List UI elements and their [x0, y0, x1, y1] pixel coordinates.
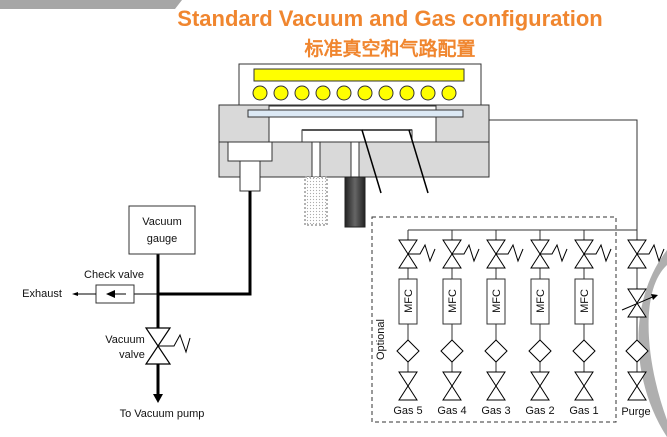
- gas-valve-actuator-icon: [584, 243, 612, 263]
- thermocouple-optional: [304, 176, 328, 226]
- gas-filter-icon: [528, 339, 552, 363]
- purge-needle-arrow-icon: [651, 294, 658, 300]
- mfc-box: [442, 278, 462, 325]
- mfc-label: MFC: [579, 289, 591, 313]
- mfc-box: [398, 278, 418, 325]
- vacuum-valve-actuator-icon: [158, 333, 191, 354]
- pump-arrow-icon: [153, 394, 163, 403]
- gas-filter-icon: [440, 339, 464, 363]
- gas-line: MFC Gas 5: [393, 230, 436, 417]
- purge-manual-valve-icon: [627, 371, 647, 401]
- vacuum-pump-label: To Vacuum pump: [120, 408, 205, 420]
- gas-valve-actuator-icon: [540, 243, 568, 263]
- gas-manual-valve-icon: [486, 371, 506, 401]
- heater-bar: [253, 68, 465, 82]
- wafer-holder: [301, 129, 413, 143]
- title-chinese: 标准真空和气路配置: [304, 38, 476, 60]
- mfc-label: MFC: [491, 289, 503, 313]
- gas-name-label: Gas 5: [393, 405, 422, 417]
- gas-inlet-line: [489, 119, 638, 230]
- pyrometer-line-1: [361, 129, 382, 194]
- check-valve-label: Check valve: [84, 269, 144, 281]
- lamp-bulb: [252, 85, 268, 101]
- exhaust-label: Exhaust: [22, 288, 62, 300]
- lamp-bulb: [420, 85, 436, 101]
- mfc-box: [574, 278, 594, 325]
- gas-name-label: Gas 1: [569, 405, 598, 417]
- purge-needle-valve-icon: [627, 288, 647, 318]
- vacuum-valve-label-1: Vacuum: [105, 334, 145, 346]
- vacuum-gauge-label-2: gauge: [147, 233, 178, 245]
- purge-label: Purge: [621, 406, 650, 418]
- purge-needle-arrow-line: [621, 295, 656, 311]
- mfc-label: MFC: [535, 289, 547, 313]
- purge-filter-icon: [625, 339, 649, 363]
- lamp-bulb: [378, 85, 394, 101]
- decor-top-bar: [0, 0, 182, 9]
- gas-lines: MFC Gas 5 MFC Gas 4 MFC Gas 3 MFC Gas 2 MFC Gas 1: [393, 230, 612, 417]
- optional-gas-box: [371, 216, 617, 423]
- thermocouple-port: [311, 141, 321, 178]
- lamp-bulb: [273, 85, 289, 101]
- exhaust-arrow-icon: [72, 292, 78, 296]
- lamp-bulb: [336, 85, 352, 101]
- gas-line: MFC Gas 2: [525, 230, 568, 417]
- lamp-bulb: [294, 85, 310, 101]
- lamp-row: [252, 85, 457, 101]
- mfc-label: MFC: [403, 289, 415, 313]
- lift-rod-port: [350, 141, 360, 178]
- gas-manual-valve-icon: [442, 371, 462, 401]
- quartz-window: [247, 109, 464, 118]
- decor-right-arc: [638, 250, 667, 437]
- lamp-bulb: [357, 85, 373, 101]
- lamp-bulb: [441, 85, 457, 101]
- gas-line: MFC Gas 3: [481, 230, 524, 417]
- gas-name-label: Gas 4: [437, 405, 466, 417]
- pump-port-neck: [239, 160, 261, 192]
- vacuum-gauge-label-1: Vacuum: [142, 216, 182, 228]
- gas-manual-valve-icon: [574, 371, 594, 401]
- lamp-bulb: [399, 85, 415, 101]
- gas-filter-icon: [572, 339, 596, 363]
- gas-line: MFC Gas 4: [437, 230, 480, 417]
- pump-port-flange: [227, 141, 273, 162]
- vacuum-main-line: [158, 191, 252, 296]
- mfc-box: [530, 278, 550, 325]
- gas-valve-actuator-icon: [452, 243, 480, 263]
- gas-line: MFC Gas 1: [569, 230, 612, 417]
- mfc-label: MFC: [447, 289, 459, 313]
- gas-filter-icon: [396, 339, 420, 363]
- gas-valve-actuator-icon: [496, 243, 524, 263]
- gas-name-label: Gas 2: [525, 405, 554, 417]
- check-valve-arrow-icon: [106, 290, 115, 298]
- vacuum-valve-label-2: valve: [119, 349, 145, 361]
- optional-label: Optional: [375, 319, 387, 360]
- gas-filter-icon: [484, 339, 508, 363]
- gas-manual-valve-icon: [530, 371, 550, 401]
- title-english: Standard Vacuum and Gas configuration: [177, 6, 603, 31]
- mfc-box: [486, 278, 506, 325]
- lamp-bulb: [315, 85, 331, 101]
- vacuum-gauge-box: [128, 205, 196, 255]
- purge-line: Purge: [621, 230, 665, 418]
- pyrometer-line-2: [408, 129, 429, 194]
- gas-valve-actuator-icon: [408, 243, 436, 263]
- gas-manual-valve-icon: [398, 371, 418, 401]
- lift-rod: [344, 176, 366, 228]
- gas-name-label: Gas 3: [481, 405, 510, 417]
- purge-actuator-icon: [637, 243, 665, 263]
